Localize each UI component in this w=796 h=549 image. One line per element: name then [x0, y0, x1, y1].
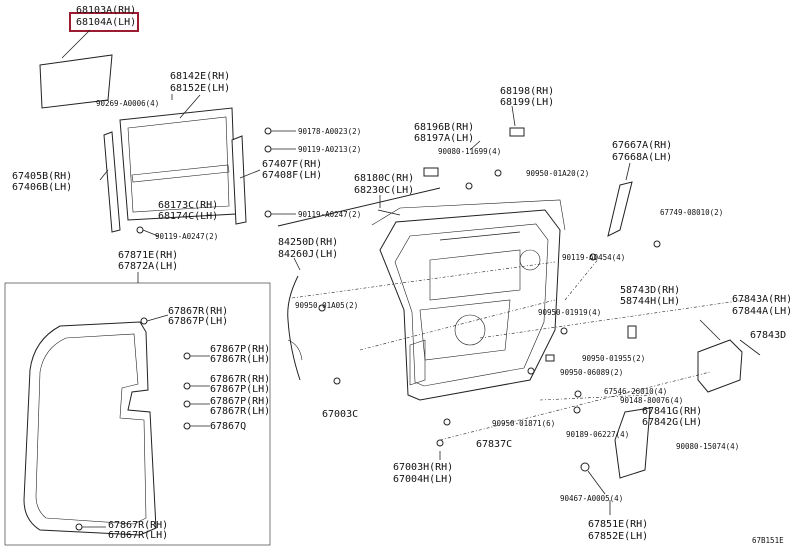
label-68152E: 68152E(LH)	[170, 83, 230, 94]
label-90080-15074: 90080-15074(4)	[676, 442, 739, 451]
label-67852E: 67852E(LH)	[588, 531, 648, 542]
label-84260J: 84260J(LH)	[278, 249, 338, 260]
label-67844A: 67844A(LH)	[732, 306, 792, 317]
label-68196B: 68196B(RH)	[414, 122, 474, 133]
part-labels: 68103A(RH) 68104A(LH) 68142E(RH) 68152E(…	[12, 5, 792, 545]
label-68104A: 68104A(LH)	[76, 17, 136, 28]
label-90950-01871: 90950-01871(6)	[492, 419, 555, 428]
label-67841G: 67841G(RH)	[642, 406, 702, 417]
label-67843A: 67843A(RH)	[732, 294, 792, 305]
label-67867P-lh-a: 67867P(LH)	[168, 316, 228, 327]
highlight-box	[69, 12, 139, 32]
label-67749: 67749-08010(2)	[660, 208, 723, 217]
label-67867P-lh-c: 67867P(LH)	[210, 384, 270, 395]
label-67871E: 67871E(RH)	[118, 250, 178, 261]
label-67842G: 67842G(LH)	[642, 417, 702, 428]
label-90189: 90189-06227(4)	[566, 430, 629, 439]
label-67867R-rh-e: 67867R(RH)	[108, 520, 168, 531]
door-glass	[39, 54, 113, 109]
label-67867R-lh-e: 67867R(LH)	[108, 530, 168, 541]
label-68142E: 68142E(RH)	[170, 71, 230, 82]
label-90950-01919: 90950-01919(4)	[538, 308, 601, 317]
label-67843D: 67843D	[750, 330, 786, 341]
door-seal	[23, 321, 157, 536]
label-90950-01A20: 90950-01A20(2)	[526, 169, 589, 178]
label-67867R-rh-c: 67867R(RH)	[210, 374, 270, 385]
leader-glass	[61, 29, 91, 59]
label-67407F: 67407F(RH)	[262, 159, 322, 170]
label-67003C: 67003C	[322, 409, 358, 420]
inset-box	[4, 282, 271, 546]
label-67867R-rh-a: 67867R(RH)	[168, 306, 228, 317]
label-90950-01A05: 90950-01A05(2)	[295, 301, 358, 310]
label-90119-a0213: 90119-A0213(2)	[298, 145, 361, 154]
label-68173C: 68173C(RH)	[158, 200, 218, 211]
weatherstrip	[277, 187, 441, 227]
label-67003H: 67003H(RH)	[393, 462, 453, 473]
label-90119-a0454: 90119-A0454(4)	[562, 253, 625, 262]
label-68230C: 68230C(LH)	[354, 185, 414, 196]
label-67406B: 67406B(LH)	[12, 182, 72, 193]
division-bar	[103, 131, 121, 233]
label-68199: 68199(LH)	[500, 97, 554, 108]
label-67405B: 67405B(RH)	[12, 171, 72, 182]
label-68103A: 68103A(RH)	[76, 5, 136, 16]
label-90178: 90178-A0023(2)	[298, 127, 361, 136]
seal-clips	[75, 317, 191, 531]
label-67668A: 67668A(LH)	[612, 152, 672, 163]
label-67867R-lh-b: 67867R(LH)	[210, 354, 270, 365]
label-67837C: 67837C	[476, 439, 512, 450]
label-58743D: 58743D(RH)	[620, 285, 680, 296]
label-67867Q: 67867Q	[210, 421, 246, 432]
wire-harness	[287, 275, 301, 381]
label-90080-11699: 90080-11699(4)	[438, 147, 501, 156]
label-90950-06089: 90950-06089(2)	[560, 368, 623, 377]
label-68174C: 68174C(LH)	[158, 211, 218, 222]
label-90269: 90269-A0006(4)	[96, 99, 159, 108]
label-68180C: 68180C(RH)	[354, 173, 414, 184]
stopper	[509, 127, 525, 137]
label-67867P-rh-b: 67867P(RH)	[210, 344, 270, 355]
label-68197A: 68197A(LH)	[414, 133, 474, 144]
label-58744H: 58744H(LH)	[620, 296, 680, 307]
label-67867P-rh-d: 67867P(RH)	[210, 396, 270, 407]
handle-cover	[697, 339, 743, 393]
label-90119-a0247-a: 90119-A0247(2)	[298, 210, 361, 219]
label-67867R-lh-d: 67867R(LH)	[210, 406, 270, 417]
label-68198: 68198(RH)	[500, 86, 554, 97]
rear-sash	[231, 135, 247, 225]
figure-code: 67B151E	[752, 536, 784, 545]
label-67004H: 67004H(LH)	[393, 474, 453, 485]
garnish-rh	[607, 181, 633, 237]
label-90950-01955: 90950-01955(2)	[582, 354, 645, 363]
label-84250D: 84250D(RH)	[278, 237, 338, 248]
label-67546: 67546-26010(4)	[604, 387, 667, 396]
label-67872A: 67872A(LH)	[118, 261, 178, 272]
label-67667A: 67667A(RH)	[612, 140, 672, 151]
label-67408F: 67408F(LH)	[262, 170, 322, 181]
label-90119-a0247-b: 90119-A0247(2)	[155, 232, 218, 241]
label-90467: 90467-A0005(4)	[560, 494, 623, 503]
door-handle	[614, 407, 651, 479]
label-90148: 90148-80076(4)	[620, 396, 683, 405]
label-67851E: 67851E(RH)	[588, 519, 648, 530]
